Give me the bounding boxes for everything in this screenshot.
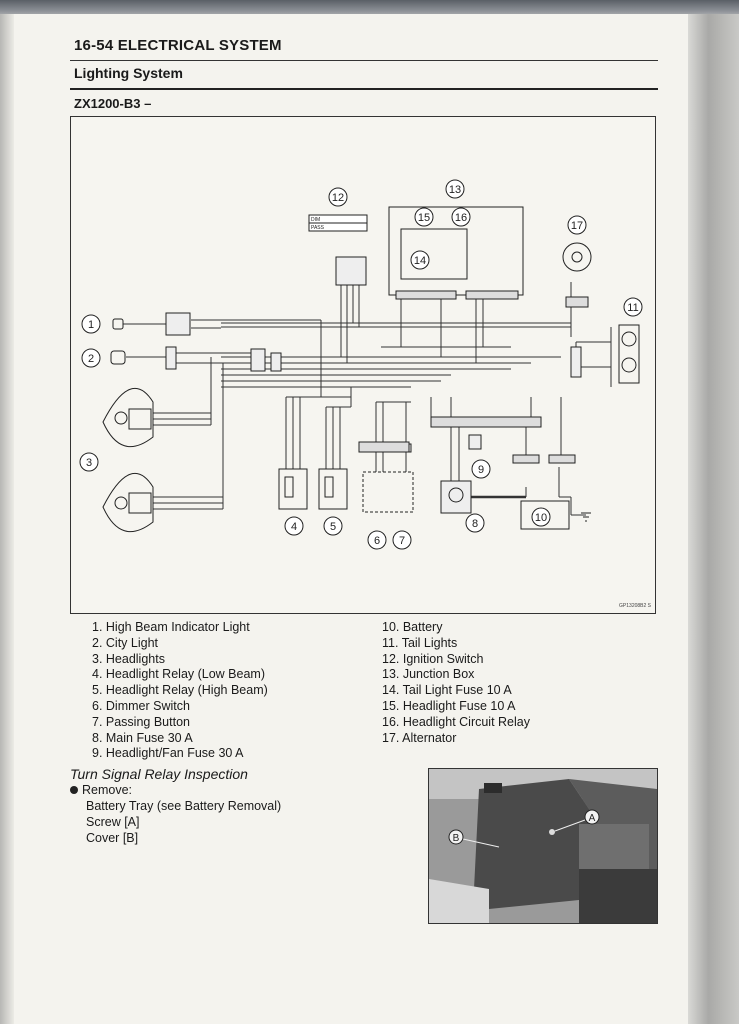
battery <box>512 454 591 530</box>
page-binding-edge <box>688 14 739 1024</box>
callout-13: 13 <box>449 184 461 196</box>
inspection-item: Cover [B] <box>86 830 139 845</box>
inspection-title: Turn Signal Relay Inspection <box>70 766 248 782</box>
legend-right: 10. Battery 11. Tail Lights 12. Ignition… <box>382 620 530 746</box>
inspection-item: Screw [A] <box>86 814 140 829</box>
callout-14: 14 <box>414 255 426 267</box>
tail-lights <box>570 324 640 384</box>
cover-photo: A B <box>428 768 658 924</box>
section-title: Lighting System <box>74 65 183 81</box>
callout-6: 6 <box>374 535 380 547</box>
legend-item: 15. Headlight Fuse 10 A <box>382 698 516 713</box>
callout-12: 12 <box>332 192 344 204</box>
legend-item: 4. Headlight Relay (Low Beam) <box>92 667 265 682</box>
callout-9: 9 <box>478 464 484 476</box>
legend-item: 9. Headlight/Fan Fuse 30 A <box>92 746 244 761</box>
headlights <box>102 387 154 532</box>
legend-item: 8. Main Fuse 30 A <box>92 730 193 745</box>
callout-5: 5 <box>330 521 336 533</box>
city-light <box>110 346 282 372</box>
legend-item: 6. Dimmer Switch <box>92 698 190 713</box>
legend-item: 16. Headlight Circuit Relay <box>382 714 530 729</box>
photo-label-b: B <box>453 833 460 844</box>
connector-bar <box>430 416 542 428</box>
page-header: 16-54 ELECTRICAL SYSTEM <box>74 37 282 54</box>
page-left-edge <box>0 14 14 1024</box>
inspection-step: Remove: <box>70 783 132 797</box>
headlight-fan-fuse <box>468 434 482 450</box>
high-beam-indicator <box>112 312 191 336</box>
legend-item: 2. City Light <box>92 635 159 650</box>
inspection-item: Battery Tray (see Battery Removal) <box>86 799 282 813</box>
header-rule <box>70 60 658 61</box>
legend-item: 17. Alternator <box>382 730 457 745</box>
callout-17: 17 <box>571 220 583 232</box>
wiring-diagram-svg: 1 2 3 4 5 6 7 8 9 10 11 12 13 1 <box>79 179 652 609</box>
photo-label-a: A <box>589 813 596 824</box>
callout-2: 2 <box>88 353 94 365</box>
callout-11: 11 <box>627 302 638 314</box>
alternator <box>562 242 592 308</box>
model-label: ZX1200-B3 – <box>74 96 152 111</box>
callout-10: 10 <box>535 512 547 524</box>
legend-item: 11. Tail Lights <box>382 635 458 650</box>
callout-7: 7 <box>399 535 405 547</box>
legend-item: 10. Battery <box>382 620 443 634</box>
legend-item: 1. High Beam Indicator Light <box>92 620 250 634</box>
diagram-code: GP13208B2 S <box>619 603 652 609</box>
callout-8: 8 <box>472 518 478 530</box>
legend-item: 12. Ignition Switch <box>382 651 484 666</box>
scan-top-shadow <box>0 0 739 18</box>
legend-item: 14. Tail Light Fuse 10 A <box>382 683 512 698</box>
callout-4: 4 <box>291 521 297 533</box>
legend-item: 5. Headlight Relay (High Beam) <box>92 683 268 698</box>
main-fuse <box>440 480 472 514</box>
ignition-label-dim: DIM <box>311 217 320 223</box>
step-label: Remove: <box>82 783 133 797</box>
dimmer-switch <box>360 443 414 513</box>
callout-1: 1 <box>88 319 94 331</box>
legend-left: 1. High Beam Indicator Light 2. City Lig… <box>92 620 268 762</box>
legend-item: 3. Headlights <box>92 651 165 666</box>
wiring-diagram: 1 2 3 4 5 6 7 8 9 10 11 12 13 1 <box>70 116 656 614</box>
section-rule <box>70 88 658 90</box>
junction-box <box>388 206 524 300</box>
legend-item: 13. Junction Box <box>382 667 475 682</box>
legend-item: 7. Passing Button <box>92 714 190 729</box>
callout-16: 16 <box>455 212 467 224</box>
headlight-relays <box>278 468 348 510</box>
bullet-icon <box>70 786 78 794</box>
ignition-label-pass: PASS <box>311 225 325 231</box>
ignition-switch <box>308 214 368 286</box>
callout-15: 15 <box>418 212 430 224</box>
cover-photo-svg: A B <box>429 769 657 923</box>
callout-3: 3 <box>86 457 92 469</box>
inspection-items: Battery Tray (see Battery Removal) Screw… <box>86 799 281 846</box>
